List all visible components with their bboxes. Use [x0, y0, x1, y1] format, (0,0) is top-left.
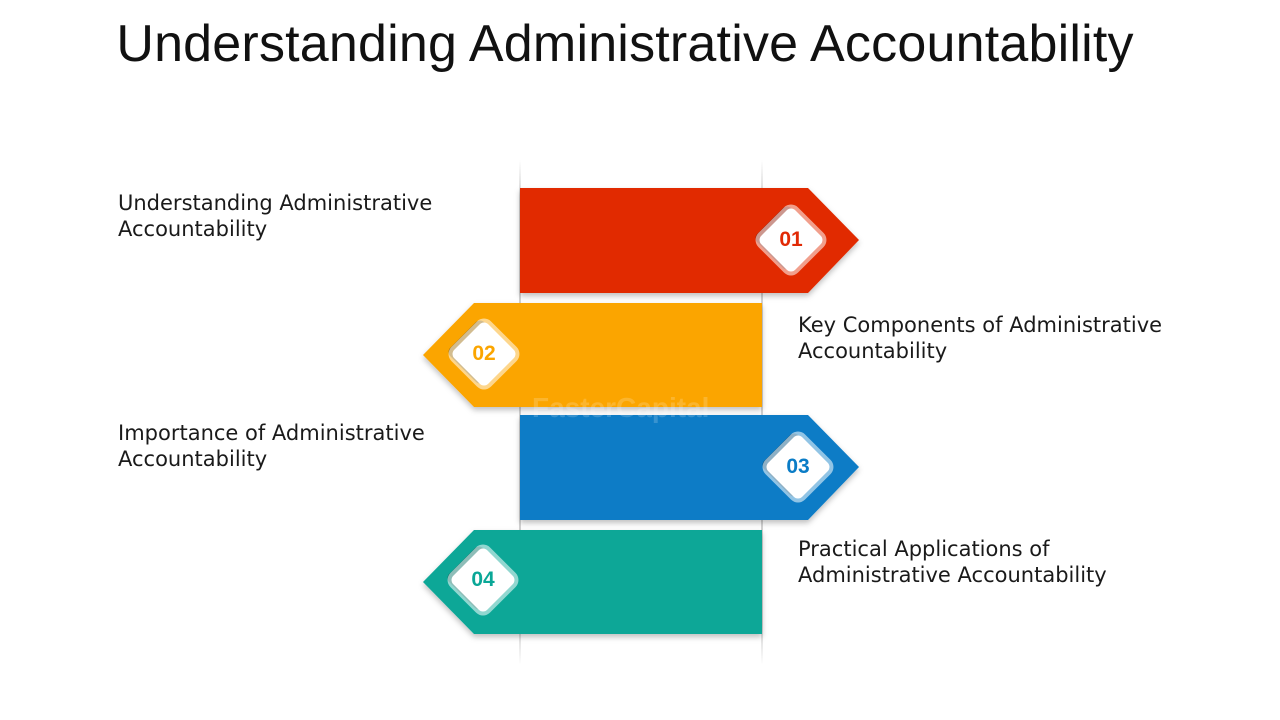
arrow-step-1 [520, 188, 859, 293]
step-1-label-line-1: Understanding Administrative [118, 191, 433, 215]
step-2-label: Key Components of Administrative Account… [798, 312, 1162, 364]
step-3-label: Importance of Administrative Accountabil… [118, 420, 425, 472]
step-3-badge: 03 [760, 431, 832, 501]
arrow-step-2 [423, 303, 762, 407]
step-3-label-line-2: Accountability [118, 447, 268, 471]
guide-line-left [519, 160, 521, 665]
step-3-number: 03 [786, 455, 810, 478]
step-2-badge: 02 [446, 318, 518, 388]
step-1-label: Understanding Administrative Accountabil… [118, 190, 432, 242]
watermark-text: FasterCapital [532, 392, 710, 423]
step-4-label-line-1: Practical Applications of [798, 537, 1050, 561]
step-4-label: Practical Applications of Administrative… [798, 536, 1107, 588]
step-1-badge: 01 [753, 204, 825, 274]
step-4-label-line-2: Administrative Accountability [798, 563, 1107, 587]
step-4-number: 04 [471, 568, 495, 591]
page-title: Understanding Administrative Accountabil… [116, 15, 1134, 73]
guide-line-right [761, 160, 763, 665]
step-1-number: 01 [779, 228, 803, 251]
step-2-label-line-1: Key Components of Administrative [798, 313, 1163, 337]
step-1-label-line-2: Accountability [118, 217, 268, 241]
step-2-number: 02 [472, 342, 496, 365]
arrow-step-4 [423, 530, 762, 634]
step-3-label-line-1: Importance of Administrative [118, 421, 425, 445]
step-4-badge: 04 [445, 544, 517, 614]
arrow-step-3 [520, 415, 859, 520]
step-2-label-line-2: Accountability [798, 339, 948, 363]
